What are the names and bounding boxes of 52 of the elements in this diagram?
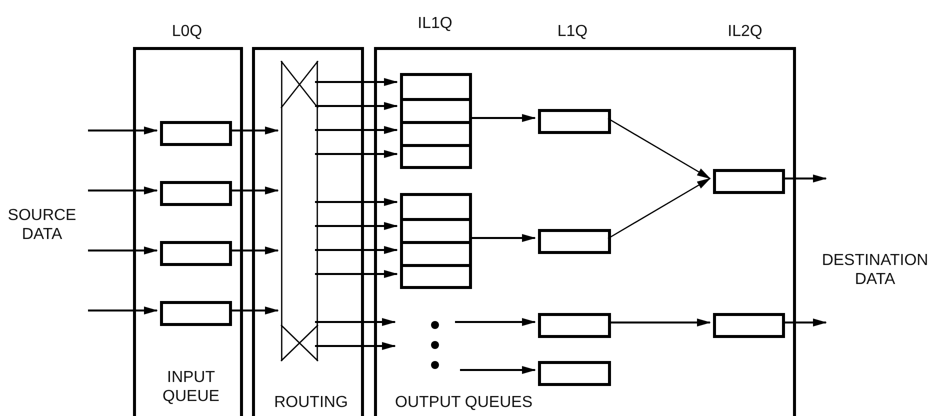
- arrow: [229, 126, 279, 134]
- queue-buffer: [538, 109, 611, 134]
- arrow: [315, 102, 398, 110]
- queue-buffer: [160, 121, 232, 146]
- arrow: [88, 306, 158, 314]
- stage-label: SOURCE DATA: [6, 206, 78, 244]
- queue-buffer: [538, 229, 611, 254]
- arrow: [315, 342, 396, 350]
- stage-panel: [133, 47, 243, 416]
- stage-title: INPUT QUEUE: [162, 368, 220, 406]
- arrow: [469, 114, 536, 122]
- stage-title: OUTPUT QUEUES: [395, 393, 534, 412]
- queue-buffer: [160, 181, 232, 206]
- arrow: [782, 318, 827, 326]
- arrow: [229, 306, 279, 314]
- stage-label: L1Q: [556, 22, 589, 41]
- queue-buffer: [713, 313, 785, 338]
- arrow: [608, 318, 711, 326]
- stage-label: IL2Q: [726, 22, 764, 41]
- queue-buffer: [538, 361, 611, 386]
- stage-panel: [252, 47, 364, 416]
- multi-queue-buffer: [400, 193, 472, 289]
- arrow: [315, 150, 398, 158]
- stage-label: IL1Q: [416, 14, 454, 33]
- arrow: [88, 246, 158, 254]
- stage-title: ROUTING: [273, 393, 349, 412]
- queue-buffer: [160, 301, 232, 326]
- queue-buffer: [538, 313, 611, 338]
- arrow: [315, 78, 398, 86]
- arrow: [782, 174, 827, 182]
- arrow: [608, 178, 711, 240]
- arrow: [88, 126, 158, 134]
- arrow: [315, 318, 396, 326]
- arrow: [88, 186, 158, 194]
- arrow: [315, 198, 398, 206]
- stage-panel: [374, 47, 796, 416]
- stage-label: L0Q: [170, 22, 204, 41]
- arrow: [315, 126, 398, 134]
- arrow: [315, 270, 398, 278]
- arrow: [229, 246, 279, 254]
- arrow: [608, 118, 711, 180]
- crossbar-switch: [281, 61, 318, 361]
- arrow: [455, 318, 536, 326]
- arrow: [315, 222, 398, 230]
- arrow: [229, 186, 279, 194]
- arrow: [469, 234, 536, 242]
- arrow: [315, 246, 398, 254]
- multi-queue-buffer: [400, 73, 472, 169]
- arrow: [460, 366, 536, 374]
- queue-buffer: [160, 241, 232, 266]
- queue-buffer: [713, 169, 785, 194]
- stage-label: DESTINATION DATA: [820, 251, 930, 289]
